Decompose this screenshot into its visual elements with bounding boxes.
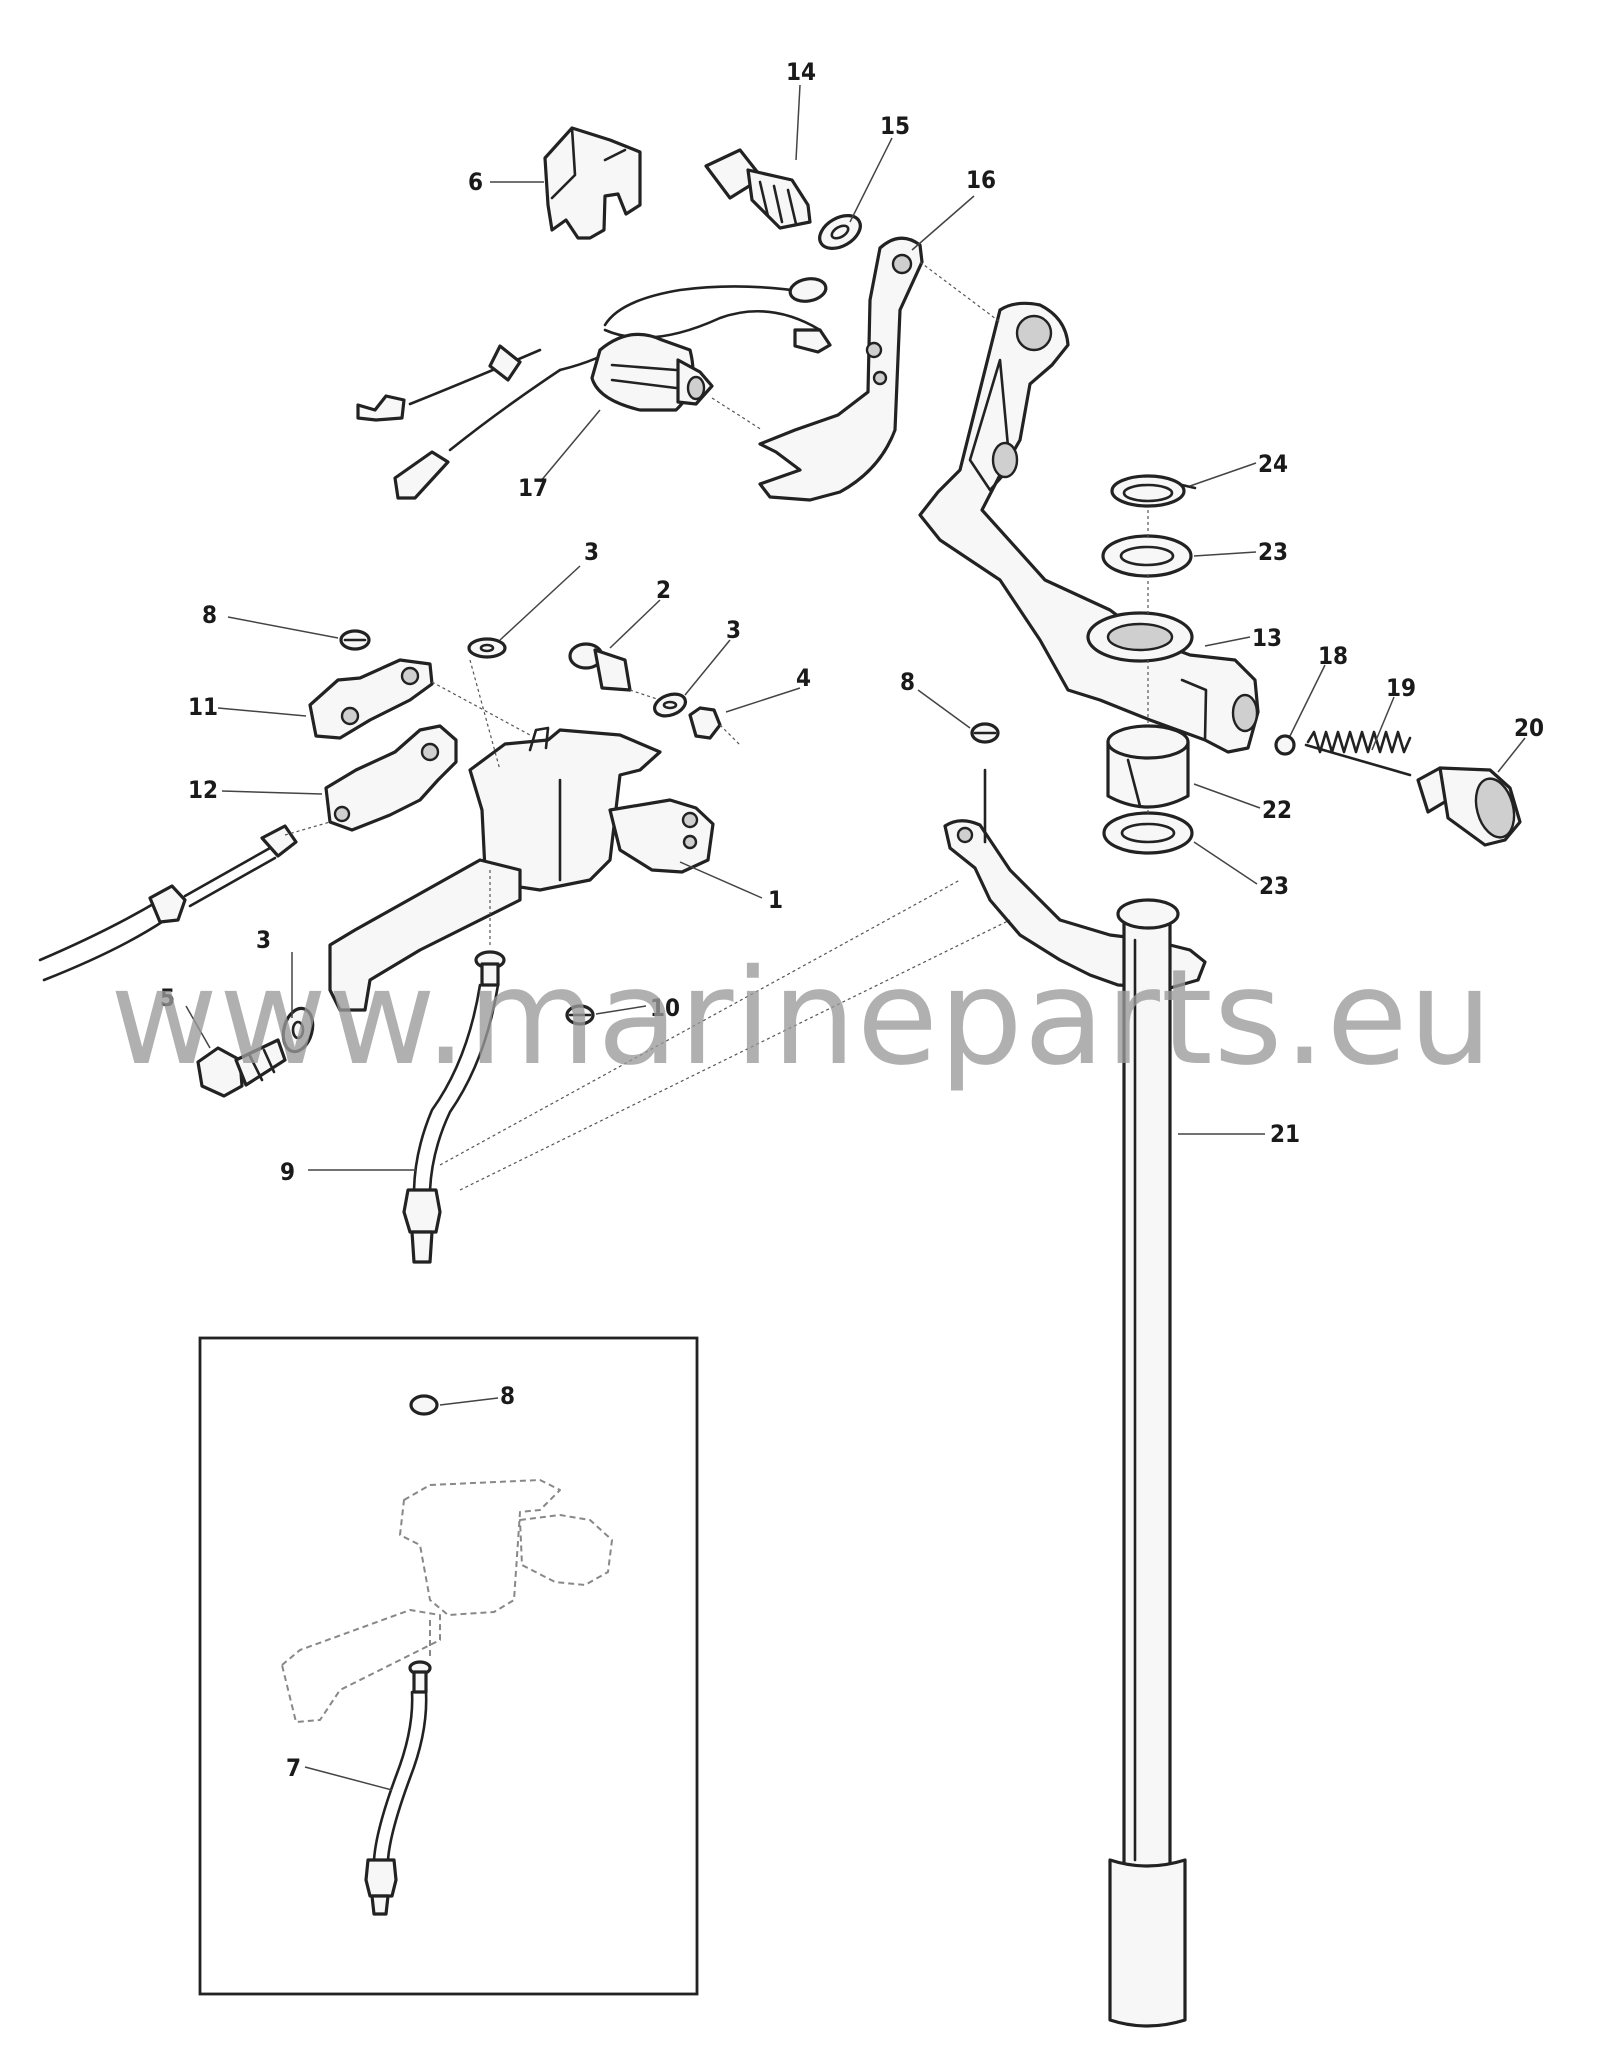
- inset-alternate-view: [198, 1336, 699, 1996]
- callout-7: 7: [286, 1754, 301, 1782]
- part-3-washer-a: [467, 637, 507, 659]
- part-13-arm: [918, 301, 1260, 754]
- callout-8b: 8: [202, 601, 217, 629]
- part-7-link-rod: [364, 1660, 432, 1916]
- callout-22: 22: [1262, 796, 1292, 824]
- callout-3a: 3: [584, 538, 599, 566]
- part-24-snap-ring: [1110, 474, 1197, 508]
- shift-cable: [38, 821, 331, 982]
- assembly-lines: [431, 261, 1149, 814]
- callout-8c: 8: [500, 1382, 515, 1410]
- part-10-nut: [565, 1004, 595, 1026]
- callout-12: 12: [188, 776, 218, 804]
- part-22-bushing: [1106, 724, 1190, 809]
- part-1-shift-bracket: [328, 726, 715, 1012]
- callout-21: 21: [1270, 1120, 1300, 1148]
- part-4-nut: [688, 706, 741, 746]
- callout-23b: 23: [1259, 872, 1289, 900]
- part-18-ball: [1274, 734, 1296, 756]
- part-9-link-rod: [402, 870, 1011, 1264]
- callout-18: 18: [1318, 642, 1348, 670]
- part-8-nut-left: [339, 629, 371, 651]
- callout-16: 16: [966, 166, 996, 194]
- part-23-washer-upper: [1101, 534, 1193, 578]
- part-14-bolt: [704, 148, 812, 230]
- callout-13: 13: [1252, 624, 1282, 652]
- callout-3c: 3: [256, 926, 271, 954]
- callout-14: 14: [786, 58, 816, 86]
- callout-15: 15: [880, 112, 910, 140]
- part-20-plug: [1416, 766, 1522, 847]
- part-19-spring: [1304, 730, 1412, 777]
- callout-23a: 23: [1258, 538, 1288, 566]
- part-6-clip: [543, 126, 642, 240]
- inset-nut: [409, 1394, 439, 1416]
- callout-3b: 3: [726, 616, 741, 644]
- callout-20: 20: [1514, 714, 1544, 742]
- callout-1: 1: [768, 886, 783, 914]
- inset-frame: [198, 1336, 699, 1996]
- leader-lines: [185, 84, 1526, 1791]
- part-5-bolt: [196, 1038, 287, 1098]
- callout-17: 17: [518, 474, 548, 502]
- callout-10: 10: [650, 994, 680, 1022]
- part-8-nut-right: [970, 722, 1000, 744]
- callout-11: 11: [188, 693, 218, 721]
- callout-4: 4: [796, 664, 811, 692]
- part-17-switch: [356, 277, 832, 500]
- part-21-rod-lever: [943, 768, 1207, 2028]
- part-3-washer-b: [652, 692, 688, 718]
- callout-19: 19: [1386, 674, 1416, 702]
- callout-labels: 14 15 16 6 17 24 23 13 18 19 20 22 23 8 …: [160, 58, 1544, 1782]
- part-3-washer-c: [281, 1006, 315, 1054]
- callout-24: 24: [1258, 450, 1288, 478]
- part-12-lever: [324, 724, 458, 832]
- callout-8a: 8: [900, 668, 915, 696]
- watermark-text: www.marineparts.eu: [110, 941, 1493, 1095]
- callout-9: 9: [280, 1158, 295, 1186]
- part-23-washer-lower: [1102, 811, 1194, 855]
- part-15-washer: [818, 214, 862, 250]
- callout-6: 6: [468, 168, 483, 196]
- part-11-lever: [308, 658, 434, 740]
- part-2-pin: [568, 642, 661, 701]
- callout-2: 2: [656, 576, 671, 604]
- part-16-bracket: [758, 236, 924, 502]
- callout-5: 5: [160, 984, 175, 1012]
